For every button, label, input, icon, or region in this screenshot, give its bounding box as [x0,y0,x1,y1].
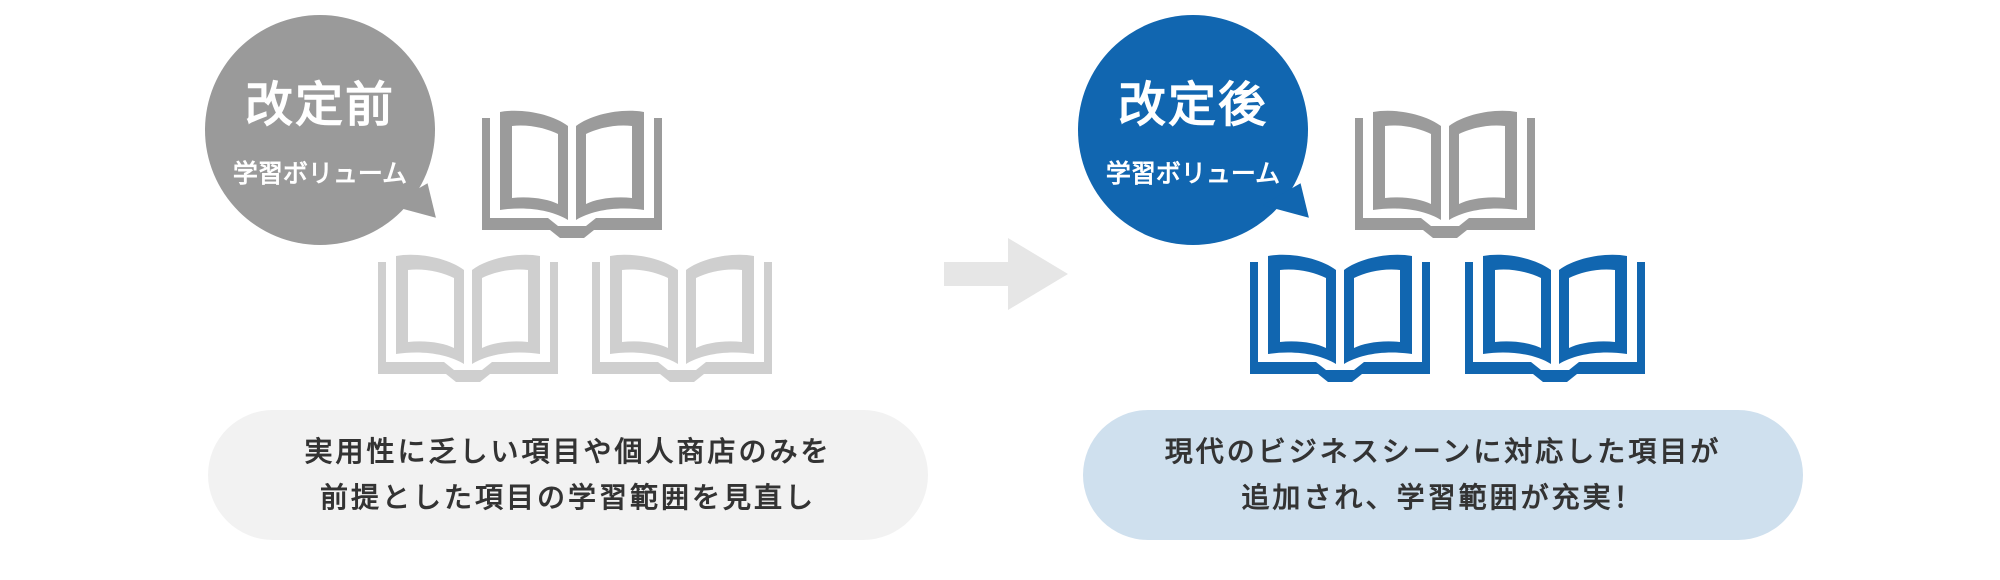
open-book-icon [1355,108,1535,238]
before-caption: 実用性に乏しい項目や個人商店のみを 前提とした項目の学習範囲を見直し [208,410,928,540]
before-bubble-title: 改定前 [244,77,395,133]
before-bubble: 改定前 学習ボリューム [205,15,435,245]
after-bubble: 改定後 学習ボリューム [1078,15,1308,245]
open-book-icon [1250,252,1430,382]
right-arrow-icon [944,238,1068,310]
open-book-icon [1465,252,1645,382]
after-caption-line-2: 追加され、学習範囲が充実！ [1241,481,1645,514]
after-caption: 現代のビジネスシーンに対応した項目が 追加され、学習範囲が充実！ [1083,410,1803,540]
after-panel: 改定後 学習ボリューム 現代のビジネスシーンに対応した項目が 追加され、学習範囲… [1078,15,1803,540]
before-caption-line-1: 実用性に乏しい項目や個人商店のみを [304,435,832,468]
after-bubble-subtitle: 学習ボリューム [1105,159,1281,188]
before-bubble-subtitle: 学習ボリューム [232,159,408,188]
before-panel: 改定前 学習ボリューム 実用性に乏しい項目や個人商店のみを 前提とした項目の学習… [205,15,928,540]
before-caption-line-2: 前提とした項目の学習範囲を見直し [319,481,816,514]
after-bubble-title: 改定後 [1117,77,1268,133]
after-caption-line-1: 現代のビジネスシーンに対応した項目が [1164,435,1722,468]
